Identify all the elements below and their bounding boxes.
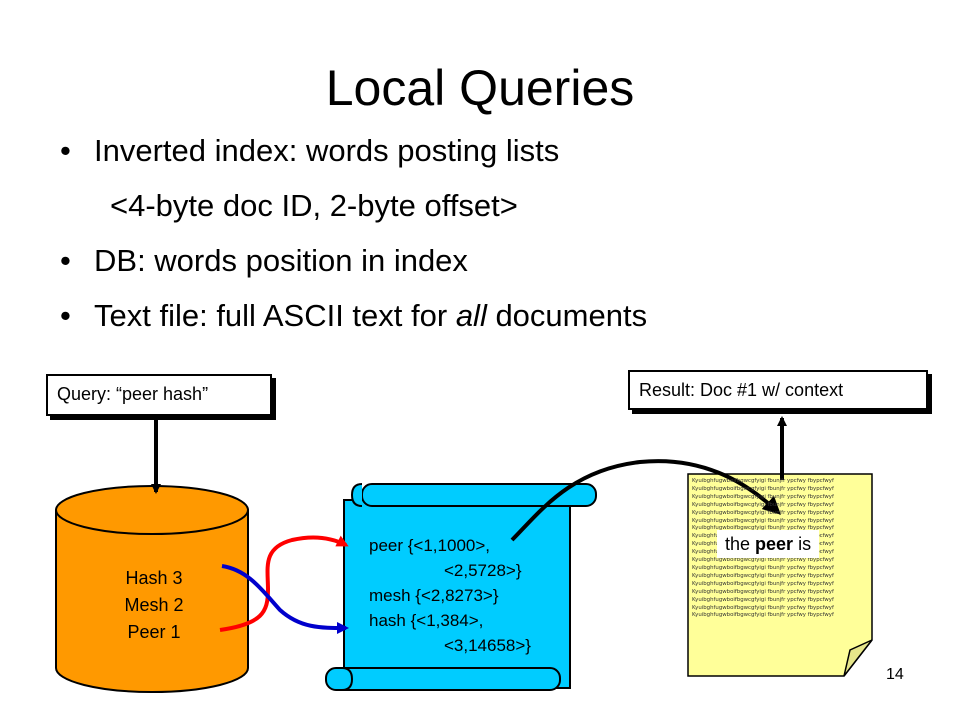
db-value: 3: [172, 568, 183, 588]
document-line: Kyuibghfugwboifbgwcgfyigi fbunjfr ypcfwy…: [692, 588, 834, 595]
bullet-text: Text file: full ASCII text for: [94, 298, 456, 333]
db-value: 1: [170, 622, 181, 642]
bullet-subline: <4-byte doc ID, 2-byte offset>: [110, 188, 518, 223]
index-entry-hash-cont: <3,14658>}: [444, 636, 531, 655]
result-box: Result: Doc #1 w/ context: [628, 370, 928, 410]
db-entry-peer: Peer 1: [58, 619, 250, 645]
document-line: Kyuibghfugwboifbgwcgfyigi fbunjfr ypcfwy…: [692, 596, 834, 603]
document-page: [687, 473, 873, 677]
db-entry-mesh: Mesh 2: [58, 592, 250, 618]
document-line: Kyuibghfugwboifbgwcgfyigi fbunjfr ypcfwy…: [692, 580, 834, 587]
bullet-dot: •: [60, 133, 71, 168]
db-value: 2: [173, 595, 184, 615]
db-word: Peer: [127, 622, 171, 642]
highlight-text: is: [793, 534, 812, 554]
index-word: hash: [369, 611, 411, 630]
hash-link: [221, 564, 349, 634]
document-line: Kyuibghfugwboifbgwcgfyigi fbunjfr ypcfwy…: [692, 509, 834, 516]
offset-link: [510, 459, 781, 542]
database-cylinder: [55, 485, 249, 693]
bullet-text: documents: [486, 298, 648, 333]
document-line: Kyuibghfugwboifbgwcgfyigi fbunjfr ypcfwy…: [692, 493, 834, 500]
document-line: Kyuibghfugwboifbgwcgfyigi fbunjfr ypcfwy…: [692, 557, 834, 564]
bullet-text-file: • Text file: full ASCII text for all doc…: [60, 297, 940, 334]
index-entry-peer-cont: <2,5728>}: [444, 561, 522, 580]
index-entry-peer: peer {<1,1000>,: [369, 534, 490, 558]
document-line: Kyuibghfugwboifbgwcgfyigi fbunjfr ypcfwy…: [692, 612, 834, 619]
index-entry-mesh: mesh {<2,8273>}: [369, 584, 499, 608]
document-line: Kyuibghfugwboifbgwcgfyigi fbunjfr ypcfwy…: [692, 478, 834, 484]
bullet-text: DB: words: [94, 243, 246, 278]
document-highlight: the peer is: [717, 530, 820, 558]
slide-title: Local Queries: [325, 60, 635, 116]
document-line: Kyuibghfugwboifbgwcgfyigi fbunjfr ypcfwy…: [692, 501, 834, 508]
document-line: Kyuibghfugwboifbgwcgfyigi fbunjfr ypcfwy…: [692, 525, 834, 532]
peer-link: [219, 535, 349, 632]
db-entry-hash: Hash 3: [58, 565, 250, 591]
index-word: mesh: [369, 586, 416, 605]
index-word: peer: [369, 536, 408, 555]
bullet-dot: •: [60, 243, 71, 278]
bullet-inverted-index: • Inverted index: words posting lists: [60, 132, 940, 169]
bullet-text: Inverted index: words: [94, 133, 398, 168]
document-line: Kyuibghfugwboifbgwcgfyigi fbunjfr ypcfwy…: [692, 485, 834, 492]
document-line: Kyuibghfugwboifbgwcgfyigi fbunjfr ypcfwy…: [692, 604, 834, 611]
bullet-list: • Inverted index: words posting lists <4…: [60, 132, 940, 352]
bullet-dot: •: [60, 298, 71, 333]
index-postings: {<1,1000>,: [407, 536, 491, 555]
index-postings: {<2,8273>}: [415, 586, 499, 605]
bullet-text: position in index: [245, 243, 468, 278]
bullet-text: posting lists: [397, 133, 560, 168]
index-postings: {<1,384>,: [410, 611, 484, 630]
document-line: Kyuibghfugwboifbgwcgfyigi fbunjfr ypcfwy…: [692, 517, 834, 524]
index-scroll: [325, 483, 597, 691]
db-word: Hash: [125, 568, 173, 588]
query-box: Query: “peer hash”: [46, 374, 272, 416]
document-line: Kyuibghfugwboifbgwcgfyigi fbunjfr ypcfwy…: [692, 572, 834, 579]
highlight-text: the: [725, 534, 756, 554]
bullet-emphasis: all: [455, 298, 487, 333]
document-line: Kyuibghfugwboifbgwcgfyigi fbunjfr ypcfwy…: [692, 564, 834, 571]
index-entry-hash: hash {<1,384>,: [369, 609, 483, 633]
bullet-db: • DB: words position in index: [60, 242, 940, 279]
page-number: 14: [886, 666, 904, 683]
db-word: Mesh: [124, 595, 174, 615]
highlight-keyword: peer: [755, 534, 794, 554]
